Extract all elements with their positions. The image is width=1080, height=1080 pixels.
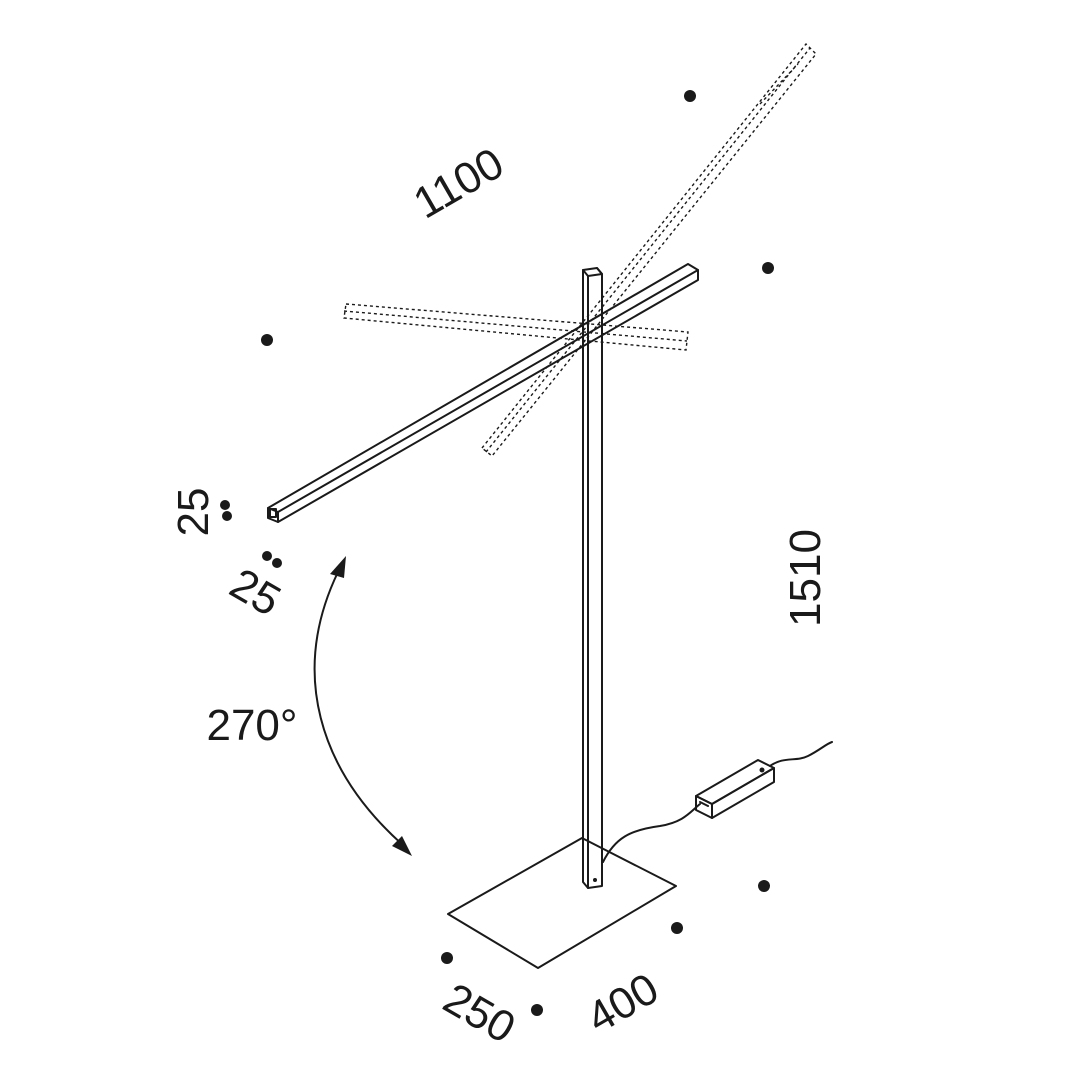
arm-alternate-position-diagonal: [481, 42, 817, 457]
total-height-label: 1510: [781, 529, 830, 627]
power-cable: [602, 741, 833, 863]
rotation-angle-label: 270°: [206, 701, 297, 750]
dimension-markers: [220, 90, 774, 1016]
base-depth-label: 400: [579, 964, 667, 1043]
arm-length-label: 1100: [406, 139, 512, 229]
base-width-label: 250: [435, 974, 523, 1053]
profile-height-label: 25: [169, 488, 218, 537]
lamp-arm: [267, 263, 699, 523]
lamp-pole: [582, 267, 603, 889]
arm-alternate-position-horizontal: [343, 303, 689, 351]
rotation-arc-arrow: [313, 556, 412, 856]
driver-box: [695, 759, 775, 819]
profile-width-label: 25: [222, 559, 289, 626]
lamp-base: [447, 837, 677, 969]
